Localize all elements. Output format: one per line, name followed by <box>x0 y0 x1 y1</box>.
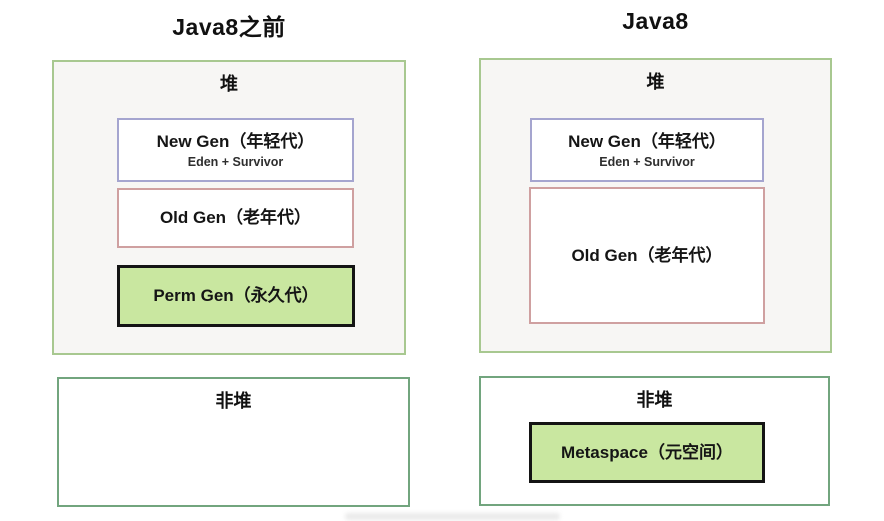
old-gen-title: Old Gen（老年代） <box>159 208 312 228</box>
non-heap-container-before: 非堆 <box>57 377 410 507</box>
non-heap-label-java8: 非堆 <box>636 390 673 410</box>
old-gen-title: Old Gen（老年代） <box>571 245 723 265</box>
perm-gen-title: Perm Gen（永久代） <box>153 286 319 306</box>
new-gen-box-before: New Gen（年轻代） Eden + Survivor <box>117 118 354 182</box>
non-heap-label-before: 非堆 <box>215 391 252 411</box>
heap-label-java8: 堆 <box>646 72 665 92</box>
metaspace-box: Metaspace（元空间） <box>529 422 765 483</box>
new-gen-title: New Gen（年轻代） <box>156 132 315 152</box>
old-gen-box-before: Old Gen（老年代） <box>117 188 354 248</box>
blurred-watermark <box>345 513 560 520</box>
perm-gen-box: Perm Gen（永久代） <box>117 265 355 327</box>
column-title-java8: Java8 <box>622 8 689 34</box>
heap-label-before: 堆 <box>220 74 238 94</box>
eden-survivor-subtitle: Eden + Survivor <box>187 154 284 169</box>
column-title-before-java8: Java8之前 <box>172 14 286 40</box>
metaspace-title: Metaspace（元空间） <box>561 442 733 462</box>
old-gen-box-java8: Old Gen（老年代） <box>529 187 765 324</box>
new-gen-box-java8: New Gen（年轻代） Eden + Survivor <box>530 118 764 182</box>
new-gen-title: New Gen（年轻代） <box>568 132 726 152</box>
eden-survivor-subtitle: Eden + Survivor <box>599 154 695 169</box>
